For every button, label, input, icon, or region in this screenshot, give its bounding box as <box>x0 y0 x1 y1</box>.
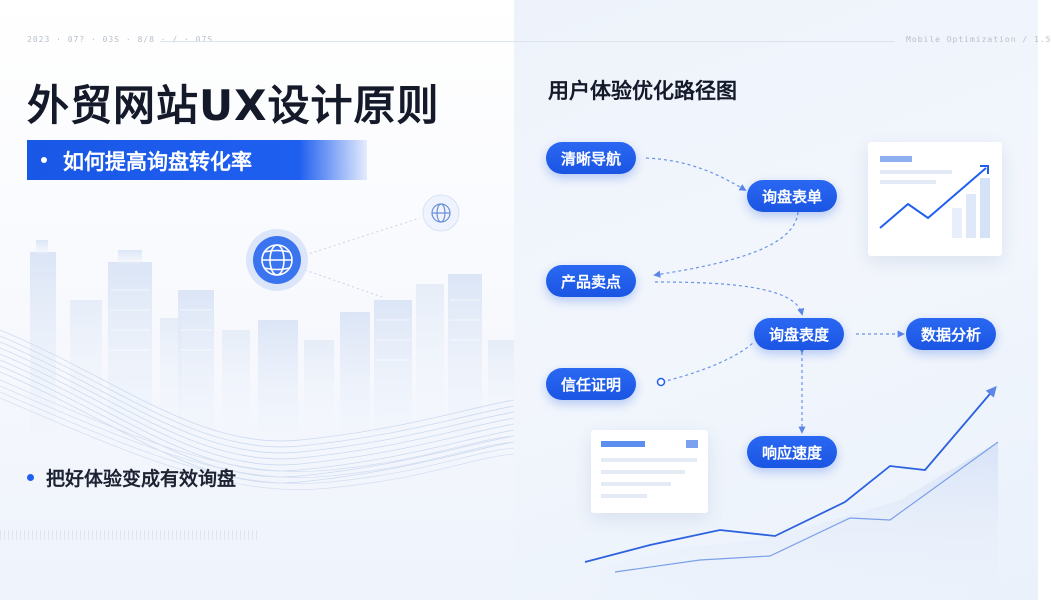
city-skyline-illustration <box>0 194 515 490</box>
top-divider <box>160 41 895 42</box>
node-inquiry-form: 询盘表单 <box>747 180 838 212</box>
globe-icon <box>246 229 308 291</box>
chart-card <box>868 142 1002 256</box>
page-title: 外贸网站UX设计原则 <box>27 81 440 130</box>
top-meta-left: 2023 · 07? · 03S · 8/8 · / · 07S <box>27 35 214 44</box>
form-card <box>591 430 708 513</box>
globe-icon <box>422 194 460 232</box>
node-inquiry-speed: 询盘表度 <box>754 318 845 350</box>
diagram-title: 用户体验优化路径图 <box>548 79 737 103</box>
decorative-hatch <box>0 530 260 540</box>
bullet-text: 把好体验变成有效询盘 <box>46 468 237 490</box>
node-clear-navigation: 清晰导航 <box>546 142 637 174</box>
form-document-icon <box>601 440 698 498</box>
subtitle-banner: 如何提高询盘转化率 <box>27 140 367 180</box>
trend-chart-icon <box>879 156 990 238</box>
node-trust-proof: 信任证明 <box>546 368 637 400</box>
node-selling-points: 产品卖点 <box>546 265 637 297</box>
node-data-analytics: 数据分析 <box>906 318 997 350</box>
top-meta-right: Mobile Optimization / 1.5 <box>906 35 1051 44</box>
subtitle-dot <box>41 157 47 163</box>
bullet-dot <box>27 474 34 481</box>
node-response-speed: 响应速度 <box>747 436 838 468</box>
bullet-point: 把好体验变成有效询盘 <box>27 464 236 491</box>
subtitle-text: 如何提高询盘转化率 <box>63 150 252 174</box>
left-panel: 2023 · 07? · 03S · 8/8 · / · 07S 外贸网站UX设… <box>0 0 515 600</box>
